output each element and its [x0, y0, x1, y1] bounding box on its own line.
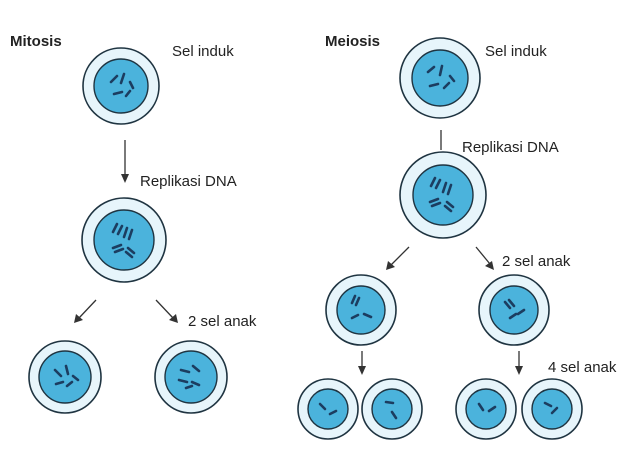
- mitosis-arrow-left: [74, 299, 97, 323]
- mitosis-parent-label: Sel induk: [172, 43, 234, 60]
- meiosis-parent-cell: [399, 37, 481, 119]
- meiosis-arrow-left: [386, 246, 410, 270]
- meiosis-gamete-cell-2: [361, 378, 423, 440]
- mitosis-daughters-label: 2 sel anak: [188, 313, 257, 330]
- mitosis-daughter-cell-2: [154, 340, 228, 414]
- meiosis-first-division-cell-2: [478, 274, 550, 346]
- meiosis-title: Meiosis: [325, 33, 380, 50]
- mitosis-parent-cell: [82, 47, 160, 125]
- meiosis-gamete-cell-4: [521, 378, 583, 440]
- mitosis-title: Mitosis: [10, 33, 62, 50]
- meiosis-replicated-cell: [399, 151, 487, 239]
- mitosis-daughter-cell-1: [28, 340, 102, 414]
- meiosis-replication-label: Replikasi DNA: [462, 139, 559, 156]
- meiosis-gamete-cell-1: [297, 378, 359, 440]
- mitosis-arrow-replication: [121, 140, 129, 183]
- mitosis-arrow-right: [155, 299, 178, 323]
- meiosis-second-division-label: 4 sel anak: [548, 359, 617, 376]
- meiosis-parent-label: Sel induk: [485, 43, 547, 60]
- meiosis-first-division-label: 2 sel anak: [502, 253, 571, 270]
- mitosis-replicated-cell: [81, 197, 167, 283]
- meiosis-arrow-second-right: [515, 351, 523, 375]
- meiosis-gamete-cell-3: [455, 378, 517, 440]
- meiosis-arrow-second-left: [358, 351, 366, 375]
- meiosis-first-division-cell-1: [325, 274, 397, 346]
- mitosis-replication-label: Replikasi DNA: [140, 173, 237, 190]
- meiosis-arrow-right: [475, 246, 494, 270]
